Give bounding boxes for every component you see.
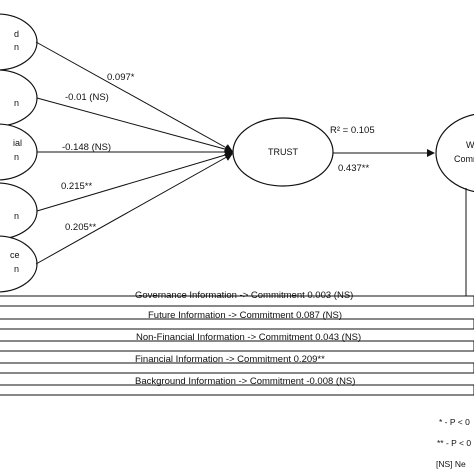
path-future-to-trust: [36, 97, 233, 154]
node-commitment-label-2: Comm: [454, 154, 474, 164]
node-governance-label-1: ce: [10, 250, 20, 260]
direct-effect-box-financial: [0, 362, 474, 374]
legend-p-single-star: * - P < 0: [439, 417, 470, 427]
node-governance-label-2: n: [14, 264, 19, 274]
r-squared-trust: R² = 0.105: [330, 125, 375, 136]
direct-effect-box-background: [0, 384, 474, 396]
direct-effect-background: Background Information -> Commitment -0.…: [135, 376, 355, 387]
node-governance-information: ce n: [0, 235, 38, 293]
direct-effect-nonfinancial: Non-Financial Information -> Commitment …: [136, 332, 361, 343]
node-financial-information: n: [0, 182, 38, 240]
path-financial-to-trust: [36, 151, 233, 212]
node-trust: TRUST: [232, 117, 334, 187]
node-nonfinancial-information: ial n: [0, 123, 38, 181]
node-financial-label-2: n: [14, 211, 19, 221]
coef-financial-trust: 0.215**: [61, 181, 92, 192]
node-background-label-1: d: [14, 29, 19, 39]
node-commitment: W Comm: [435, 113, 474, 193]
node-nonfinancial-label-2: n: [14, 152, 19, 162]
coef-governance-trust: 0.205**: [65, 222, 96, 233]
node-future-information: n: [0, 69, 38, 127]
path-background-to-trust: [35, 41, 233, 152]
legend-ns: [NS] Ne: [436, 459, 466, 469]
coef-background-trust: 0.097*: [107, 72, 135, 83]
direct-effect-box-nonfinancial: [0, 340, 474, 352]
node-trust-label: TRUST: [268, 147, 298, 157]
direct-effect-future: Future Information -> Commitment 0.087 (…: [148, 310, 342, 321]
coef-future-trust: -0.01 (NS): [65, 92, 109, 103]
node-background-information: d n: [0, 13, 38, 71]
node-future-label-2: n: [14, 98, 19, 108]
node-nonfinancial-label-1: ial: [13, 138, 22, 148]
node-commitment-label-1: W: [466, 140, 474, 150]
direct-effect-governance: Governance Information -> Commitment 0.0…: [135, 290, 353, 301]
direct-effect-financial: Financial Information -> Commitment 0.20…: [135, 354, 325, 365]
direct-effect-box-future: [0, 318, 474, 330]
node-background-label-2: n: [14, 42, 19, 52]
direct-effect-box-governance: [0, 295, 474, 307]
coef-nonfinancial-trust: -0.148 (NS): [62, 142, 111, 153]
path-governance-to-trust: [35, 153, 233, 265]
legend-p-double-star: ** - P < 0: [437, 438, 471, 448]
coef-trust-commitment: 0.437**: [338, 163, 369, 174]
